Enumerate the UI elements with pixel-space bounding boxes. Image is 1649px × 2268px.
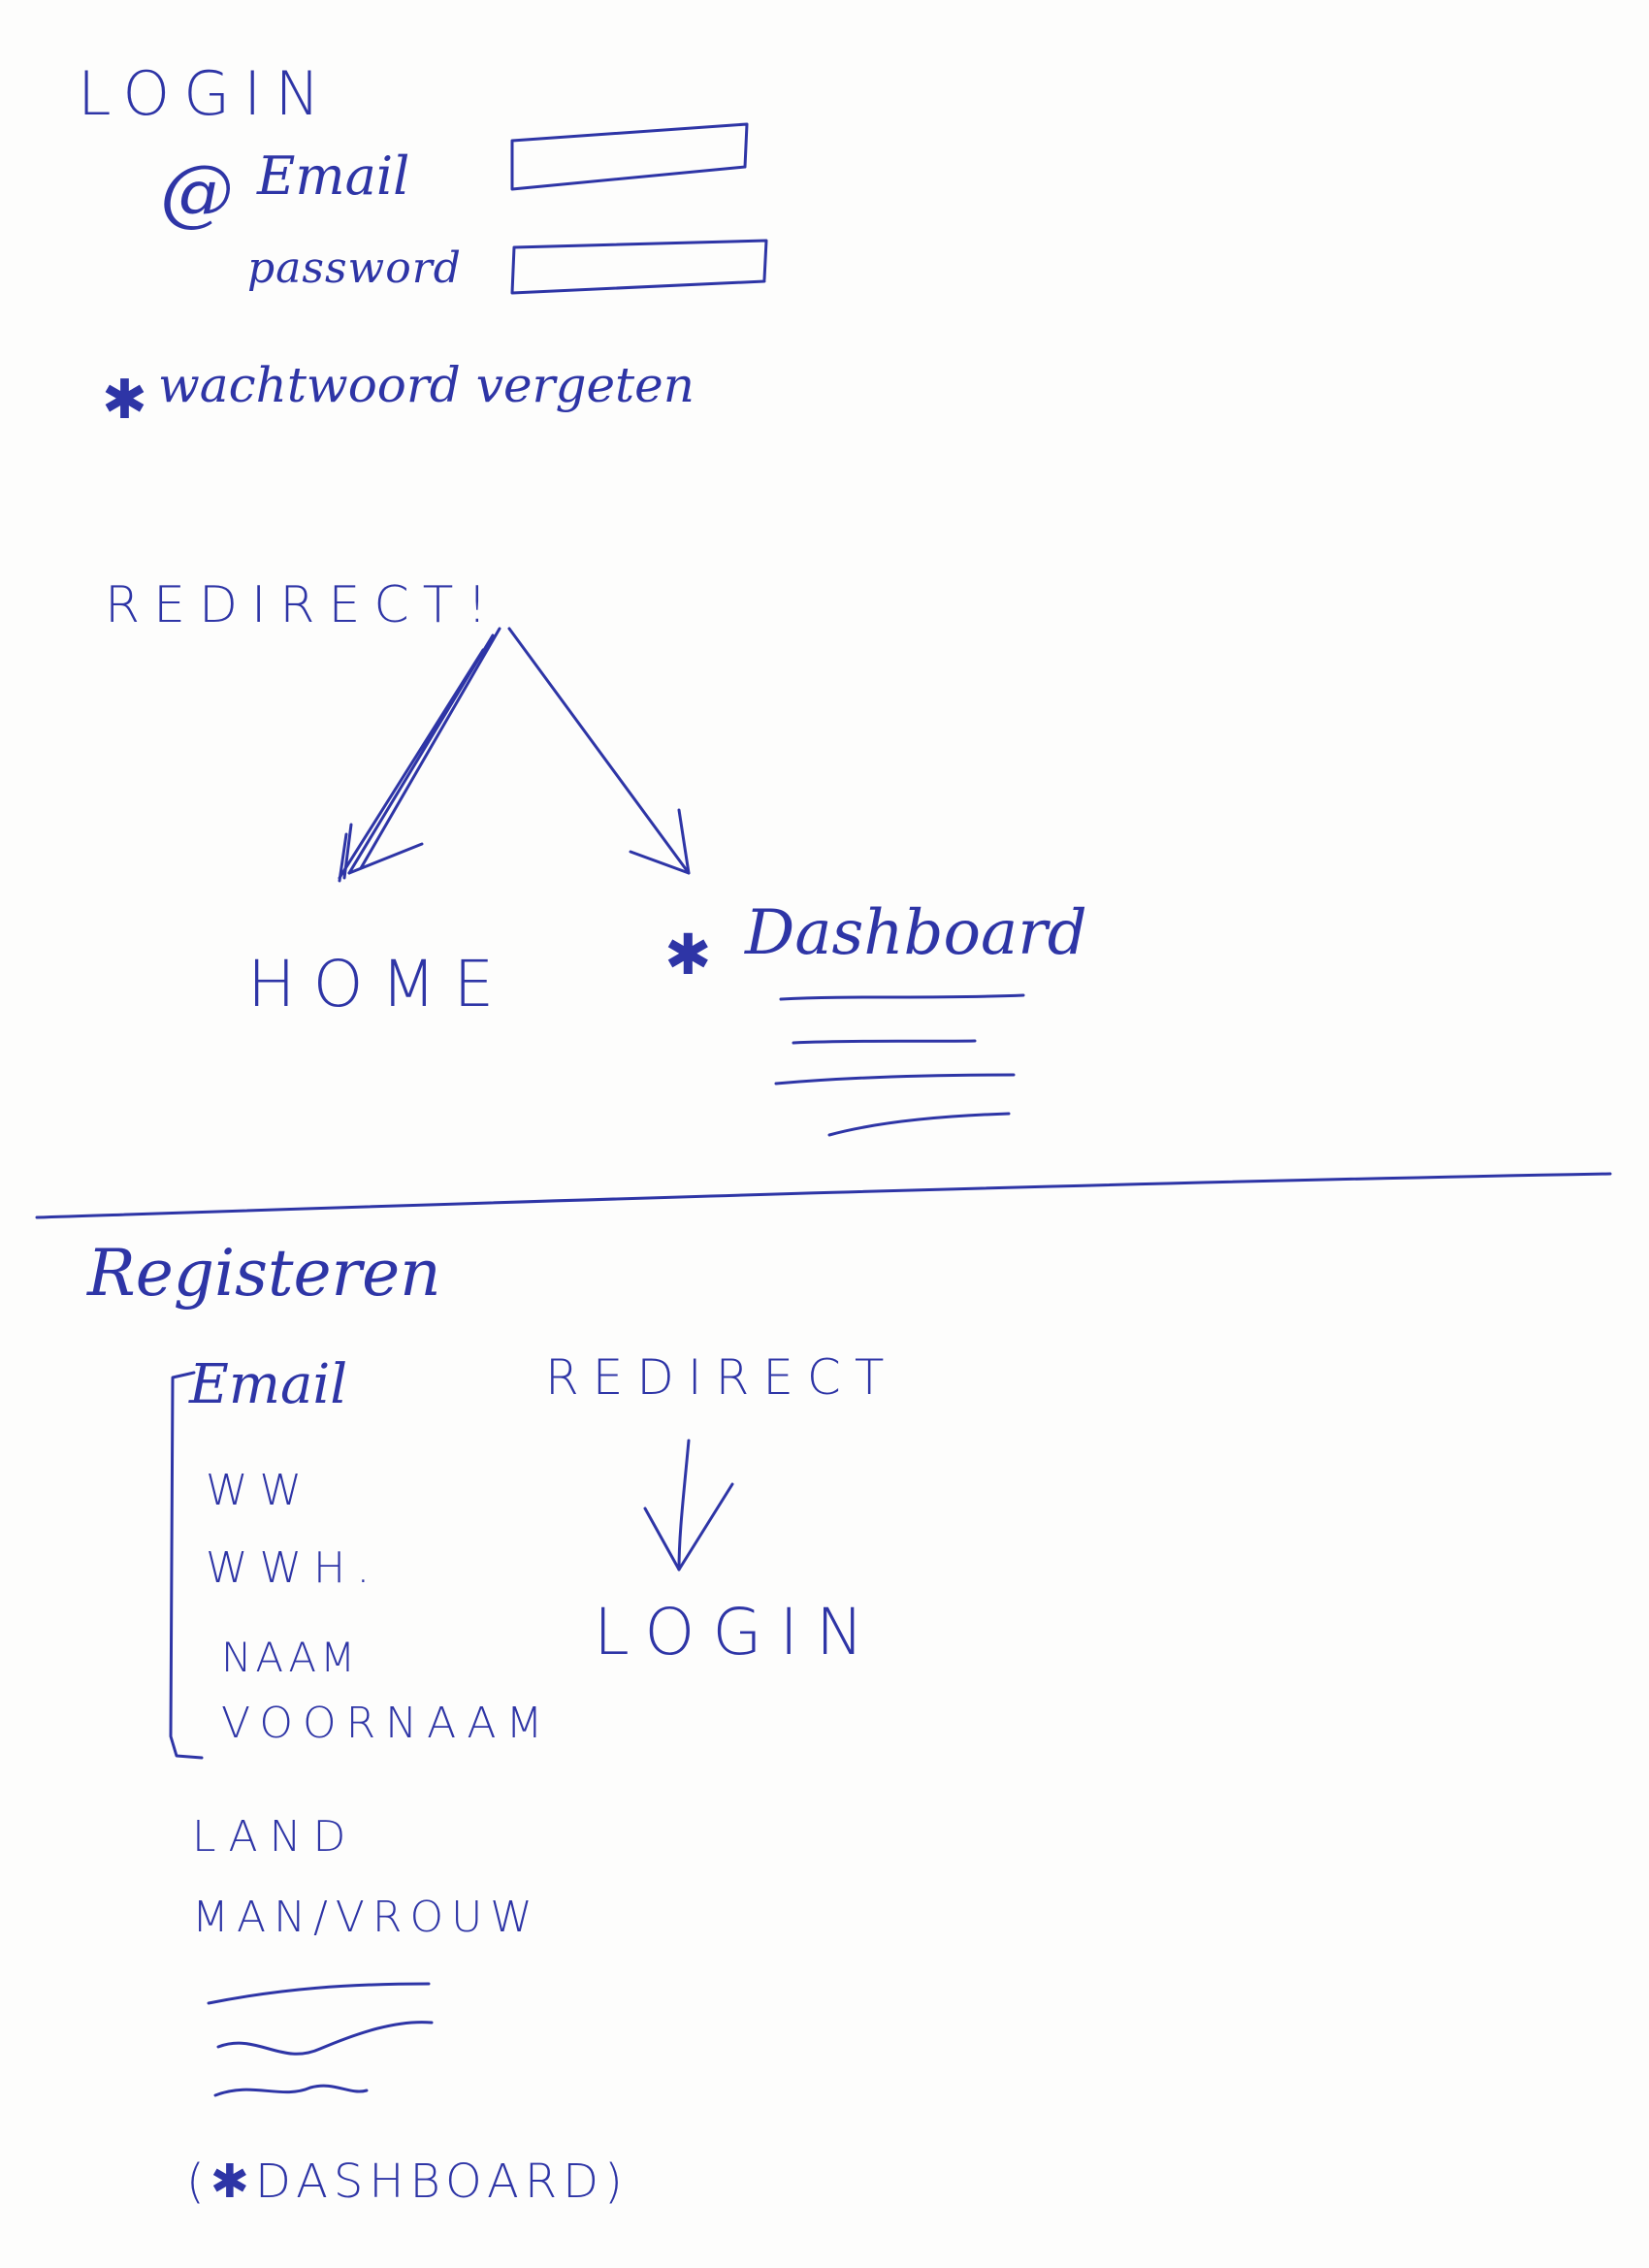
arrow-to-dashboard-head [629, 808, 691, 875]
section-divider [35, 1172, 1612, 1219]
login-title: LOGIN [78, 58, 334, 129]
asterisk-icon: ✱ [102, 369, 147, 432]
dashboard-scribble-3 [774, 1073, 1016, 1085]
redirect-label-top: REDIRECT! [105, 576, 501, 634]
dashboard-scribble-1 [779, 993, 1025, 1001]
register-field-email: Email [189, 1353, 348, 1416]
dashboard-label: Dashboard [745, 897, 1087, 969]
dashboard-scribble-2 [792, 1039, 977, 1045]
arrow-to-dashboard [507, 627, 691, 875]
dashboard-asterisk-icon: ✱ [664, 922, 712, 988]
home-label: HOME [247, 947, 512, 1021]
register-field-land: LAND [192, 1812, 358, 1862]
redirect-label-register: REDIRECT [545, 1349, 898, 1406]
arrow-to-home-head [338, 823, 424, 883]
password-label: password [247, 243, 462, 293]
register-field-wwh: WWH. [206, 1543, 382, 1593]
register-scribble-1 [207, 1982, 431, 2005]
register-title: Registeren [87, 1236, 441, 1311]
arrow-to-login [677, 1439, 691, 1571]
forgot-password-link[interactable]: wachtwoord vergeten [158, 357, 695, 413]
dashboard-scribble-4 [827, 1112, 1011, 1137]
email-label: Email [257, 146, 410, 207]
register-field-ww: WW [206, 1466, 314, 1515]
login-target-label: LOGIN [594, 1595, 882, 1669]
register-field-gender: MAN/VROUW [192, 1893, 540, 1942]
register-fields-bracket [169, 1371, 204, 1760]
at-icon: @ [160, 148, 234, 235]
email-input-box [510, 122, 749, 191]
register-field-naam: NAAM [221, 1634, 360, 1681]
register-dashboard-note: (✱DASHBOARD) [186, 2155, 629, 2209]
register-scribble-2 [216, 2021, 434, 2056]
register-scribble-3 [213, 2084, 369, 2097]
register-field-voornaam: VOORNAAM [221, 1699, 553, 1748]
arrow-to-login-head [643, 1482, 734, 1571]
arrow-to-home [338, 627, 501, 880]
password-input-box [510, 239, 768, 295]
